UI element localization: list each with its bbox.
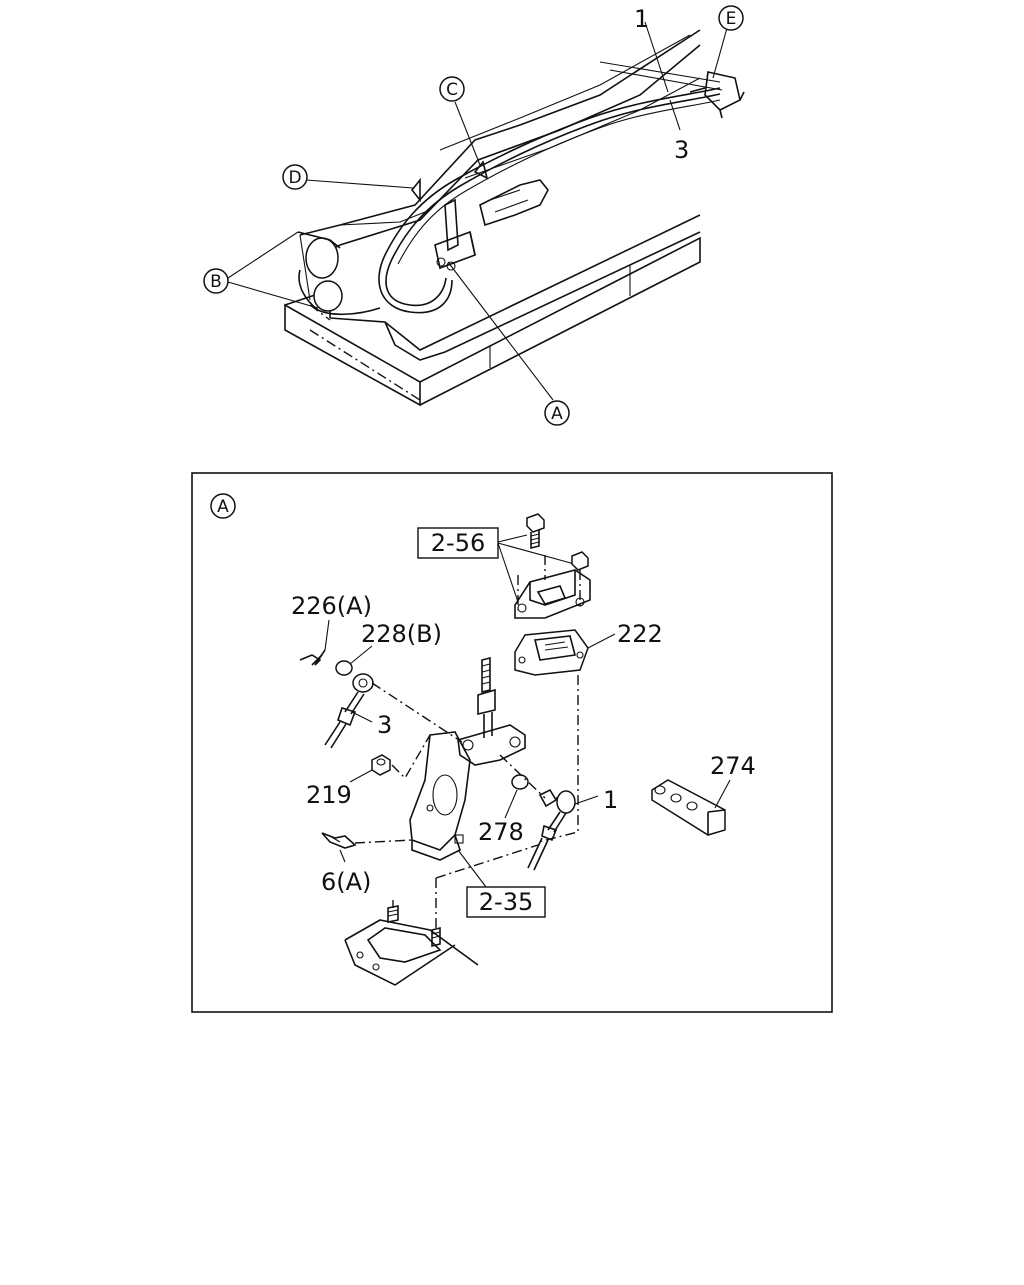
label-219: 219 xyxy=(306,781,352,809)
pin-226 xyxy=(299,649,326,666)
label-228: 228(B) xyxy=(361,620,442,648)
label-226: 226(A) xyxy=(291,592,372,620)
top-leaders xyxy=(227,21,728,401)
washer-228 xyxy=(335,660,353,676)
callout-e-label: E xyxy=(726,9,737,29)
ref-box-2-56: 2-56 xyxy=(417,527,499,559)
label-3: 3 xyxy=(377,711,392,739)
callout-b: B xyxy=(203,268,229,294)
detail-a: A 2-56 xyxy=(191,472,833,1013)
detail-a-callout-label: A xyxy=(217,497,229,517)
cable-end-3 xyxy=(324,673,374,749)
callout-e: E xyxy=(718,5,744,31)
callout-a-label: A xyxy=(551,404,563,424)
detail-a-frame xyxy=(191,472,833,1013)
cable-end-1 xyxy=(527,788,576,871)
callout-c-label: C xyxy=(446,80,458,100)
connector-219 xyxy=(391,734,431,780)
bolt-top xyxy=(526,513,545,550)
connector-floor xyxy=(435,844,539,879)
cable-bracket-left xyxy=(297,231,381,316)
floor-plate xyxy=(344,878,479,986)
ref-box-2-35: 2-35 xyxy=(466,886,546,918)
clip-6 xyxy=(321,832,357,849)
nut-219 xyxy=(371,754,391,776)
connector-222 xyxy=(537,675,579,843)
clip-d xyxy=(410,177,421,203)
shift-lever xyxy=(409,656,526,861)
upper-bracket xyxy=(514,555,591,619)
mount-pad-222 xyxy=(514,629,589,676)
cable-end-fitting xyxy=(689,71,745,119)
top-part-1: 1 xyxy=(634,5,649,33)
shift-lever-mount xyxy=(434,179,549,271)
connector-3 xyxy=(371,682,463,743)
callout-d-label: D xyxy=(288,168,301,188)
detail-a-callout: A xyxy=(210,493,236,519)
clip-c xyxy=(473,160,489,180)
connector-6 xyxy=(354,839,413,844)
label-6: 6(A) xyxy=(321,868,371,896)
label-278: 278 xyxy=(478,818,524,846)
ref-2-56-text: 2-56 xyxy=(431,529,485,557)
label-222: 222 xyxy=(617,620,663,648)
top-part-3: 3 xyxy=(674,136,689,164)
part-274 xyxy=(651,779,726,836)
washer-278 xyxy=(511,774,529,790)
shift-cables xyxy=(378,61,723,314)
top-view: C D B A E 1 3 xyxy=(203,5,745,426)
frame-rail xyxy=(284,214,701,407)
ref-2-35-text: 2-35 xyxy=(479,888,533,916)
callout-a: A xyxy=(544,400,570,426)
nut-top xyxy=(571,551,589,571)
callout-c: C xyxy=(439,76,465,102)
callout-b-label: B xyxy=(210,272,222,292)
label-274: 274 xyxy=(710,752,756,780)
label-1: 1 xyxy=(603,786,618,814)
callout-d: D xyxy=(282,164,308,190)
